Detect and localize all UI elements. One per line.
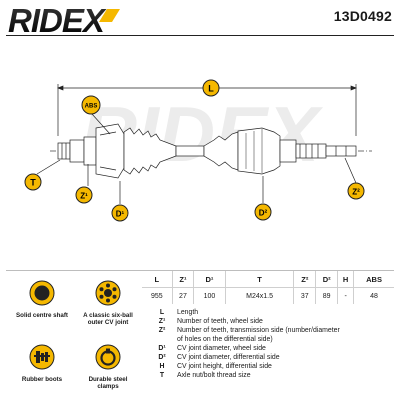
- legend-key: D²: [158, 354, 166, 361]
- spec-value: -: [337, 287, 354, 304]
- badge-l: [202, 79, 220, 97]
- drive-shaft-drawing: RIDEX L: [24, 79, 372, 222]
- spec-value: 955: [150, 292, 163, 300]
- spec-value-row: 955 27 100 M24x1.5 37 89 - 48: [142, 287, 394, 304]
- feature-caption: A classic six-ball outer CV joint: [83, 312, 133, 326]
- legend-row: D¹ CV joint diameter, wheel side: [147, 344, 397, 353]
- legend-key: T: [159, 372, 165, 379]
- label-d2: D²: [259, 209, 268, 218]
- label-z2: Z²: [352, 188, 360, 197]
- part-code: 13D0492: [333, 8, 392, 24]
- legend-row: of holes on the differential side): [147, 335, 397, 344]
- legend-row: Z² Number of teeth, transmission side (nu…: [147, 326, 397, 335]
- legend-key: D¹: [158, 345, 166, 352]
- ridex-logo: RIDEX: [8, 3, 120, 37]
- legend-key: Z¹: [158, 318, 166, 325]
- feature-six-ball-cv-joint: A classic six-ball outer CV joint: [78, 280, 138, 326]
- label-abs: ABS: [85, 104, 98, 110]
- logo-accent: [99, 9, 120, 22]
- legend-key: [147, 335, 177, 344]
- spec-header: H: [337, 271, 354, 288]
- legend-text: of holes on the differential side): [177, 336, 273, 343]
- spec-header: D²: [315, 271, 338, 288]
- legend-text: Number of teeth, wheel side: [177, 318, 263, 325]
- spec-header: D¹: [193, 271, 226, 288]
- solid-shaft-icon: [29, 280, 55, 306]
- six-ball-cv-joint-icon: [95, 280, 121, 306]
- spec-header: ABS: [353, 271, 394, 288]
- spec-value: 48: [353, 287, 394, 304]
- spec-header: T: [224, 271, 294, 288]
- legend-key: L: [159, 309, 165, 316]
- legend-text: CV joint diameter, differential side: [177, 354, 280, 361]
- legend-text: Number of teeth, transmission side (numb…: [177, 327, 340, 334]
- legend-key: Z²: [158, 327, 166, 334]
- legend-row: H CV joint height, differential side: [147, 362, 397, 371]
- legend-row: Z¹ Number of teeth, wheel side: [147, 317, 397, 326]
- spec-value: 27: [171, 287, 194, 304]
- shaft-assembly: [50, 123, 372, 179]
- legend-row: T Axle nut/bolt thread size: [147, 371, 397, 380]
- feature-solid-shaft: Solid centre shaft: [12, 280, 72, 319]
- legend-key: H: [159, 363, 165, 370]
- legend-row: L Length: [147, 308, 397, 317]
- spec-header: Z²: [293, 271, 316, 288]
- label-z1: Z¹: [80, 192, 88, 201]
- badge-z1: [75, 186, 93, 204]
- feature-caption: Rubber boots: [21, 376, 63, 383]
- legend-text: CV joint diameter, wheel side: [177, 345, 266, 352]
- label-d1: D¹: [116, 210, 125, 219]
- badge-z2: [347, 182, 365, 200]
- spec-header: L: [142, 271, 173, 288]
- badge-abs: [81, 95, 101, 115]
- badge-d2: [254, 203, 272, 221]
- spec-header: Z¹: [171, 271, 194, 288]
- feature-caption: Solid centre shaft: [16, 312, 68, 319]
- spec-value: 89: [315, 287, 338, 304]
- label-l: L: [208, 84, 214, 94]
- steel-clamp-icon: [95, 344, 121, 370]
- badge-d1: [111, 204, 129, 222]
- legend-text: Axle nut/bolt thread size: [177, 372, 251, 379]
- spec-value: M24x1.5: [224, 287, 294, 304]
- spec-value: 100: [193, 287, 226, 304]
- spec-legend: L Length Z¹ Number of teeth, wheel side Z²…: [147, 308, 397, 380]
- rubber-boot-icon: [29, 344, 55, 370]
- legend-text: Length: [177, 309, 199, 316]
- legend-row: D² CV joint diameter, differential side: [147, 353, 397, 362]
- legend-text: CV joint height, differential side: [177, 363, 272, 370]
- brand-wordmark: RIDEX: [8, 3, 107, 37]
- section-divider: [6, 270, 394, 271]
- spec-value: 37: [293, 287, 316, 304]
- header-rule: [6, 35, 394, 36]
- feature-caption: Durable steel clamps: [88, 376, 128, 390]
- feature-steel-clamps: Durable steel clamps: [78, 344, 138, 390]
- spec-header-row: L Z¹ D¹ T Z² D² H ABS: [142, 271, 394, 288]
- spec-table: L Z¹ D¹ T Z² D² H ABS 955 27 100 M24x1.5…: [142, 271, 394, 305]
- label-t: T: [30, 178, 36, 188]
- feature-rubber-boots: Rubber boots: [12, 344, 72, 383]
- badge-t: [24, 173, 42, 191]
